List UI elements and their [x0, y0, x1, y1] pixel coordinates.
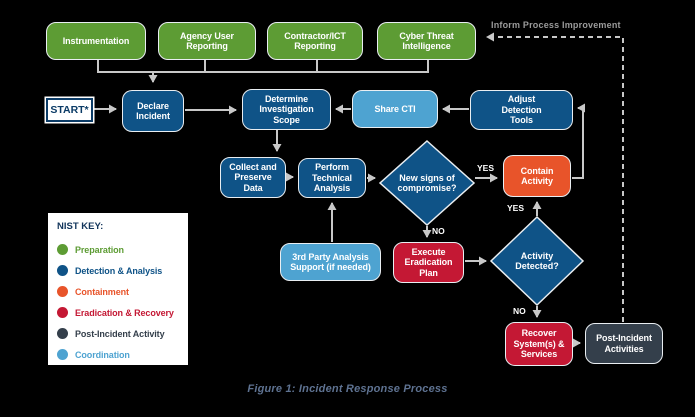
node-execute-eradication-plan: Execute Eradication Plan: [393, 242, 464, 283]
node-label: Cyber Threat Intelligence: [399, 30, 454, 51]
label-no-new-signs: NO: [432, 226, 445, 236]
node-label: Adjust Detection Tools: [501, 94, 542, 126]
node-label: Execute Eradication Plan: [404, 246, 453, 278]
label-inform-process-improvement: Inform Process Improvement: [491, 20, 621, 30]
node-share-cti: Share CTI: [352, 90, 438, 128]
detection-dot-icon: [57, 265, 68, 276]
legend-label: Coordination: [75, 349, 130, 360]
node-label: Instrumentation: [62, 35, 130, 46]
legend-label: Eradication & Recovery: [75, 307, 174, 318]
containment-dot-icon: [57, 286, 68, 297]
legend-label: Preparation: [75, 244, 124, 255]
node-label: Post-Incident Activities: [596, 333, 652, 354]
legend-item-preparation: Preparation: [57, 239, 188, 260]
node-label: Recover System(s) & Services: [513, 328, 565, 360]
legend-item-detection-analysis: Detection & Analysis: [57, 260, 188, 281]
node-collect-and-preserve-data: Collect and Preserve Data: [220, 157, 286, 198]
post-incident-dot-icon: [57, 328, 68, 339]
diamond-new-signs-of-compromise: [378, 139, 476, 227]
edge-green-trunk: [97, 60, 429, 73]
node-declare-incident: Declare Incident: [122, 90, 184, 132]
node-label: Perform Technical Analysis: [312, 162, 352, 194]
node-label: Declare Incident: [136, 100, 170, 121]
label-no-activity-detected: NO: [513, 306, 526, 316]
node-perform-technical-analysis: Perform Technical Analysis: [298, 158, 366, 198]
node-post-incident-activities: Post-Incident Activities: [585, 323, 663, 364]
node-contain-activity: Contain Activity: [503, 155, 571, 197]
node-label: Contain Activity: [520, 165, 554, 186]
edge-feedback-dashed: [486, 32, 624, 322]
legend-label: Detection & Analysis: [75, 265, 163, 276]
node-label: Agency User Reporting: [180, 30, 234, 51]
figure-caption: Figure 1: Incident Response Process: [247, 383, 448, 395]
legend-item-eradication-recovery: Eradication & Recovery: [57, 302, 188, 323]
node-label: Collect and Preserve Data: [229, 161, 277, 193]
legend-item-post-incident: Post-Incident Activity: [57, 323, 188, 344]
node-label: Determine Investigation Scope: [259, 93, 314, 125]
label-yes-activity-detected: YES: [507, 203, 525, 213]
node-cyber-threat-intelligence: Cyber Threat Intelligence: [377, 22, 476, 60]
node-determine-investigation-scope: Determine Investigation Scope: [242, 89, 331, 130]
legend-title: NIST KEY:: [57, 221, 104, 232]
diamond-activity-detected: [489, 215, 585, 307]
legend-label: Post-Incident Activity: [75, 328, 165, 339]
legend-item-coordination: Coordination: [57, 344, 188, 365]
node-recover-systems-services: Recover System(s) & Services: [505, 322, 573, 366]
start-marker: START*: [46, 98, 93, 122]
edge-contain-to-adjust: [572, 103, 585, 179]
eradication-dot-icon: [57, 307, 68, 318]
node-contractor-ict-reporting: Contractor/ICT Reporting: [267, 22, 363, 60]
diamond-label-activity-detected: Activity Detected?: [515, 250, 559, 271]
node-label: 3rd Party Analysis Support (if needed): [290, 251, 371, 272]
node-label: Contractor/ICT Reporting: [284, 30, 346, 51]
node-instrumentation: Instrumentation: [46, 22, 146, 60]
start-label: START*: [50, 104, 89, 116]
node-agency-user-reporting: Agency User Reporting: [158, 22, 256, 60]
label-yes-new-signs: YES: [477, 163, 495, 173]
diamond-label-new-signs: New signs of compromise?: [397, 172, 457, 193]
coordination-dot-icon: [57, 349, 68, 360]
legend-label: Containment: [75, 286, 129, 297]
node-label: Share CTI: [374, 103, 416, 114]
node-adjust-detection-tools: Adjust Detection Tools: [470, 90, 573, 130]
preparation-dot-icon: [57, 244, 68, 255]
node-third-party-analysis-support: 3rd Party Analysis Support (if needed): [280, 243, 381, 281]
legend-item-containment: Containment: [57, 281, 188, 302]
nist-key-legend: NIST KEY: Preparation Detection & Analys…: [48, 213, 188, 365]
